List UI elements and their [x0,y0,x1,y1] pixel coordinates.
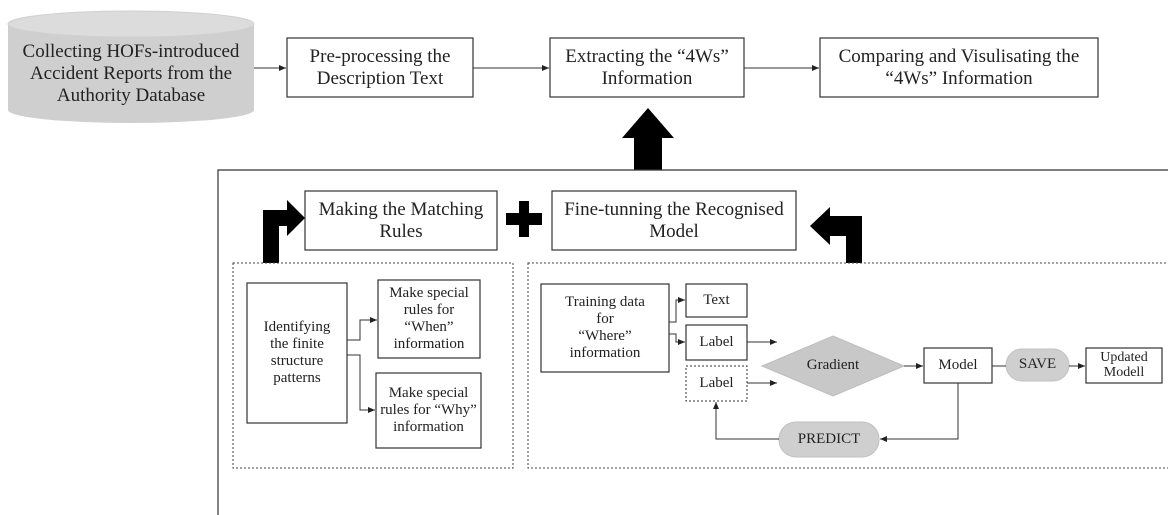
label-box [685,324,748,361]
label-pred-box [685,365,748,402]
model-label: Model [938,356,978,373]
save-label: SAVE [1018,356,1057,373]
preprocess-box [286,37,474,98]
connector-identify-when [347,317,377,341]
extract-label: Extracting the “4Ws” Information [565,45,729,89]
collect-label: Collecting HOFs-introduced Accident Repo… [22,41,240,106]
big-up-arrow [622,108,674,170]
finetune-label: Fine-tunning the Recognised Model [564,198,784,242]
identify-label: Identifying the finite structure pattern… [263,318,331,387]
matching-rules-label: Making the Matching Rules [318,198,484,242]
preprocess-label: Pre-processing the Description Text [309,45,451,89]
model-panel [527,262,1168,469]
gradient-label: Gradient [806,357,860,374]
bent-arrow-left [263,200,305,263]
connector-model-predict [880,383,959,442]
connector-training-label [669,333,685,345]
connector-identify-why [347,354,375,413]
text-box [685,283,748,318]
rules-panel [232,262,514,469]
plus-icon [506,201,542,237]
matching-rules-box [304,190,498,251]
training-label: Training data for “Where” information [565,293,645,362]
identify-box [246,282,348,424]
label-pred-label: Label [699,374,734,391]
why-rules-label: Make special rules for “Why” information [380,384,477,436]
updated-box [1085,347,1163,384]
training-box [540,283,670,373]
finetune-box [551,190,797,251]
compare-box [819,37,1099,98]
database-cylinder [7,10,255,123]
updated-label: Updated Modell [1100,349,1148,380]
when-rules-label: Make special rules for “When” informatio… [389,284,469,353]
text-label: Text [703,291,730,308]
label-label: Label [699,333,734,350]
bent-arrow-right [810,207,862,263]
connector-predict-label [713,402,779,440]
predict-label: PREDICT [797,430,861,447]
compare-label: Comparing and Visulisating the “4Ws” Inf… [838,45,1080,89]
save-pill [1005,348,1070,382]
why-rules-box [375,372,482,449]
outer-frame [217,169,1168,515]
connector-training-text [669,297,685,323]
when-rules-box [377,279,481,359]
